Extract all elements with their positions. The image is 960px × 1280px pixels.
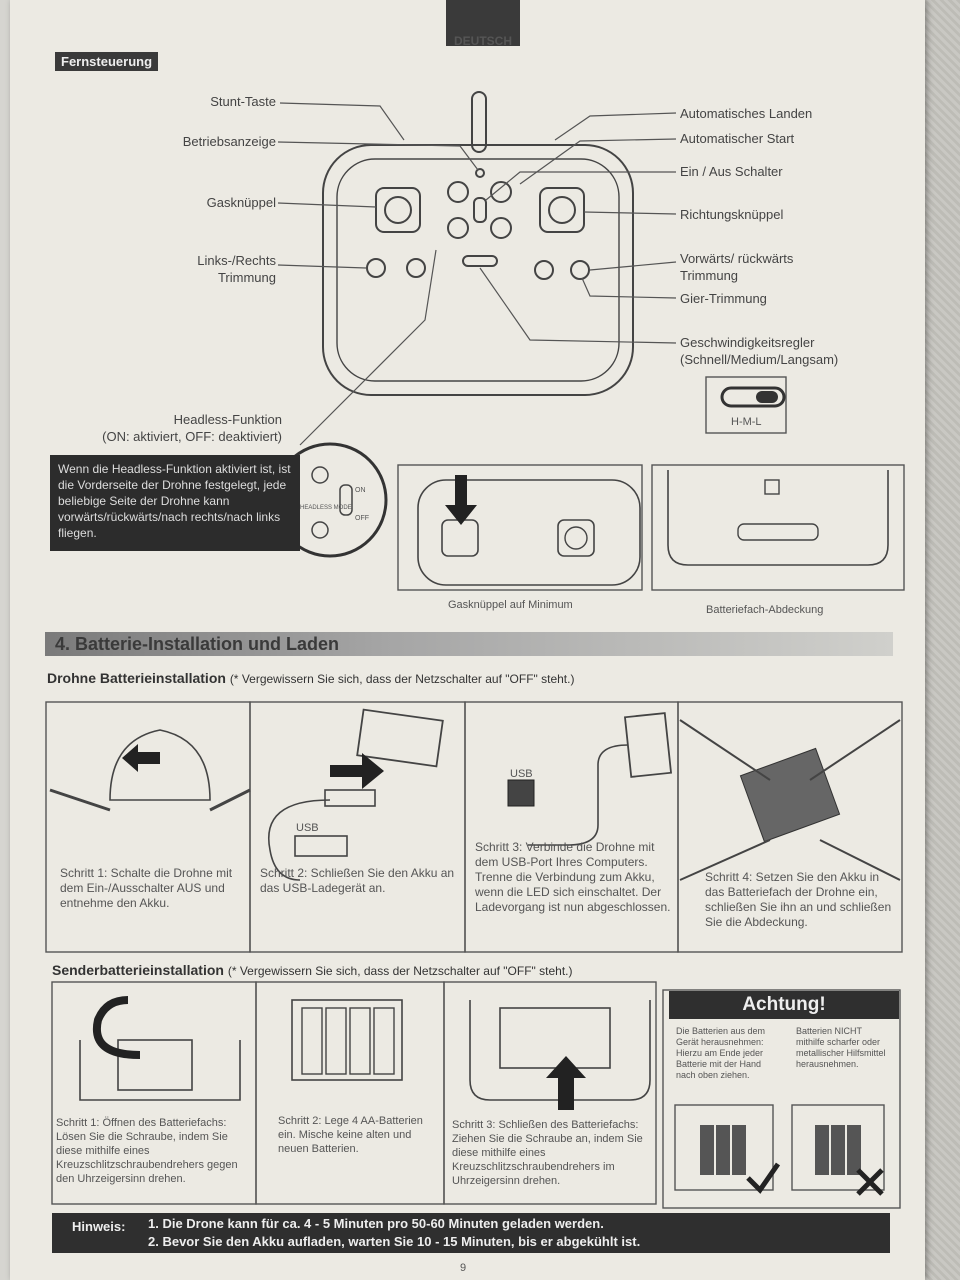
transmitter-battery-heading: Senderbatterieinstallation (52, 962, 224, 978)
direction-stick-icon (539, 187, 585, 233)
warning-title: Achtung! (669, 991, 899, 1019)
warning-text-1: Die Batterien aus dem Gerät herausnehmen… (676, 1026, 766, 1080)
label-headless-1: Headless-Funktion (173, 412, 282, 427)
label-off: OFF (355, 515, 369, 522)
throttle-stick-icon (375, 187, 421, 233)
label-speed-1: Geschwindigkeitsregler (680, 335, 815, 350)
headless-info-box: Wenn die Headless-Funktion aktiviert ist… (50, 455, 300, 551)
label-usb-step2: USB (296, 822, 319, 834)
section-band (45, 632, 893, 656)
label-headless-button: HEADLESS MODE (300, 505, 352, 511)
remote-control-icon (322, 144, 634, 396)
label-stunt-button: Stunt-Taste (210, 94, 276, 109)
label-power-switch: Ein / Aus Schalter (680, 164, 783, 179)
tx-step-1: Schritt 1: Öffnen des Batteriefachs: Lös… (56, 1117, 238, 1185)
tx-step-2: Schritt 2: Lege 4 AA-Batterien ein. Misc… (278, 1115, 423, 1155)
label-trim-lr-2: Trimmung (217, 270, 276, 285)
checkmark-icon (746, 1162, 781, 1194)
label-yaw-trim: Gier-Trimmung (680, 291, 767, 306)
drone-battery-heading: Drohne Batterieinstallation (47, 670, 226, 686)
warning-text-2: Batterien NICHT mithilfe scharfer oder m… (796, 1026, 886, 1069)
label-status-indicator: Betriebsanzeige (182, 134, 276, 149)
note-box: Hinweis: 1. Die Drone kann für ca. 4 - 5… (52, 1213, 890, 1253)
label-direction-stick: Richtungsknüppel (680, 207, 784, 222)
note-line-1: 1. Die Drone kann für ca. 4 - 5 Minuten … (148, 1216, 604, 1231)
speed-switch-icon (462, 255, 498, 267)
tx-step-3: Schritt 3: Schließen des Batteriefachs: … (452, 1119, 643, 1187)
label-hml: H-M-L (731, 416, 762, 428)
drone-step-2: Schritt 2: Schließen Sie den Akku an das… (260, 866, 455, 895)
label-trim-lr-1: Links-/Rechts (197, 253, 276, 268)
label-trim-fb-1: Vorwärts/ rückwärts (680, 251, 794, 266)
antenna-icon (471, 91, 487, 153)
section-title: Fernsteuerung (55, 52, 159, 71)
label-auto-start: Automatischer Start (680, 131, 795, 146)
label-battery-cover: Batteriefach-Abdeckung (706, 604, 824, 616)
label-throttle-stick: Gasknüppel (206, 195, 276, 210)
cross-mark-icon (856, 1168, 884, 1196)
transmitter-battery-title: Senderbatterieinstallation (* Vergewisse… (52, 962, 572, 978)
left-arrow-icon (122, 744, 160, 772)
label-auto-land: Automatisches Landen (680, 106, 813, 121)
language-label: DEUTSCH (453, 34, 512, 48)
language-tab (446, 0, 520, 46)
transmitter-battery-note: (* Vergewissern Sie sich, dass der Netzs… (227, 964, 573, 978)
drone-battery-title: Drohne Batterieinstallation (* Vergewiss… (47, 670, 574, 686)
page-number: 9 (460, 1262, 467, 1274)
background-fabric (925, 0, 960, 1280)
drone-battery-note: (* Vergewissern Sie sich, dass der Netzs… (229, 672, 575, 686)
label-trim-fb-2: Trimmung (680, 268, 739, 283)
up-arrow-icon (546, 1056, 586, 1110)
label-speed-2: (Schnell/Medium/Langsam) (680, 352, 839, 367)
drone-step-3: Schritt 3: Verbinde die Drohne mit dem U… (475, 840, 671, 914)
down-arrow-icon (445, 475, 477, 525)
battery-section-title: 4. Batterie-Installation und Laden (55, 634, 340, 654)
power-switch-icon (473, 197, 487, 223)
note-label: Hinweis: (72, 1219, 126, 1234)
label-gas-minimum: Gasknüppel auf Minimum (448, 599, 573, 611)
right-arrow-icon (330, 753, 384, 789)
label-usb-step3: USB (510, 768, 533, 780)
rotate-ccw-arrow-icon (92, 996, 141, 1059)
note-line-2: 2. Bevor Sie den Akku aufladen, warten S… (148, 1234, 641, 1249)
drone-step-1: Schritt 1: Schalte die Drohne mit dem Ei… (60, 866, 233, 910)
drone-step-4: Schritt 4: Setzen Sie den Akku in das Ba… (705, 870, 892, 929)
label-headless-2: (ON: aktiviert, OFF: deaktiviert) (102, 429, 282, 444)
label-on: ON (355, 487, 366, 494)
